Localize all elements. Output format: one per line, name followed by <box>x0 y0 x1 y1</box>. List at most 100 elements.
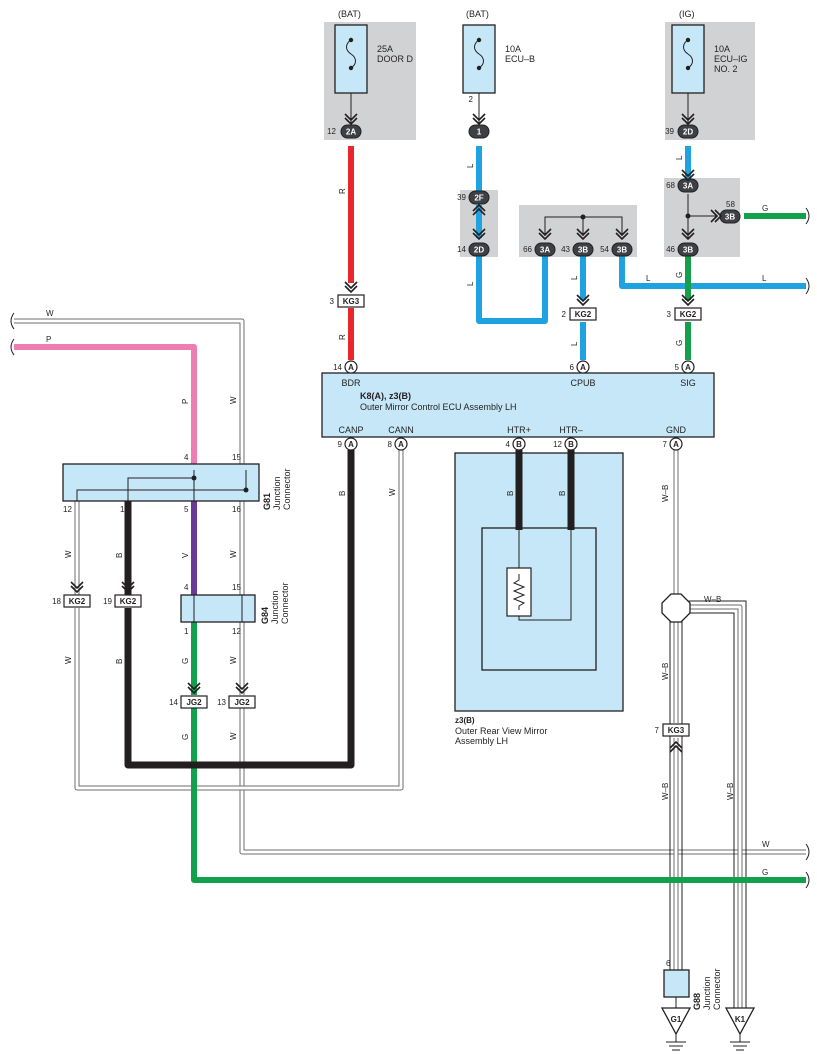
mirror-name-2: Assembly LH <box>455 736 508 746</box>
svg-text:G: G <box>181 658 190 664</box>
svg-text:G: G <box>675 340 684 346</box>
svg-text:12: 12 <box>327 127 336 136</box>
g81-label: G81 Junction Connector <box>262 468 292 510</box>
svg-text:HTR+: HTR+ <box>507 425 531 435</box>
svg-text:B: B <box>568 440 574 449</box>
box-kg2-sig: KG2 <box>674 307 702 321</box>
svg-text:A: A <box>685 363 691 372</box>
mirror-assembly <box>454 450 624 712</box>
svg-text:L: L <box>675 155 684 160</box>
svg-text:A: A <box>398 440 404 449</box>
svg-text:KG2: KG2 <box>575 310 592 319</box>
ecuig-fuse-name2: NO. 2 <box>714 64 738 74</box>
svg-text:K1: K1 <box>735 1015 746 1024</box>
svg-text:P: P <box>46 335 51 344</box>
fuse-ecub <box>462 24 496 94</box>
svg-text:Junction: Junction <box>702 976 712 1010</box>
pill-2d-left: 2D <box>468 242 490 257</box>
svg-text:2D: 2D <box>683 128 693 137</box>
svg-text:W: W <box>229 396 238 404</box>
svg-text:2: 2 <box>562 310 567 319</box>
g88-label: G88 Junction Connector <box>692 968 722 1010</box>
svg-text:2F: 2F <box>474 194 483 203</box>
pill-2d-right: 2D <box>677 124 699 139</box>
wire-color-labels: R R L L L L L L L G G G W P P W B W B B … <box>46 155 770 877</box>
svg-text:8: 8 <box>388 440 393 449</box>
svg-text:A: A <box>580 363 586 372</box>
svg-text:6: 6 <box>570 363 575 372</box>
svg-text:2A: 2A <box>346 128 356 137</box>
box-kg3-gnd: KG3 <box>662 723 690 737</box>
svg-text:JG2: JG2 <box>186 698 202 707</box>
pill-2a: 2A <box>340 124 362 139</box>
ecu-terminal-circles: A 14 A 6 A 5 A 9 A 8 B 4 B 12 A 7 <box>333 360 695 451</box>
svg-text:G: G <box>762 204 768 213</box>
svg-text:KG3: KG3 <box>668 726 685 735</box>
svg-text:SIG: SIG <box>680 378 696 388</box>
svg-text:3B: 3B <box>725 213 735 222</box>
ecu-title: K8(A), z3(B) <box>360 391 411 401</box>
svg-text:3: 3 <box>667 310 672 319</box>
box-kg2-cpub: KG2 <box>569 307 597 321</box>
g84-label: G84 Junction Connector <box>260 582 290 624</box>
svg-text:B: B <box>516 440 522 449</box>
svg-text:14: 14 <box>457 245 466 254</box>
svg-text:W: W <box>762 840 770 849</box>
svg-text:W–B: W–B <box>726 783 735 800</box>
box-kg3-top: KG3 <box>337 294 365 308</box>
ecuig-fuse-name1: ECU–IG <box>714 54 748 64</box>
svg-text:39: 39 <box>457 193 466 202</box>
wire-break-right <box>805 207 810 889</box>
box-jg2-b: JG2 <box>228 695 256 709</box>
svg-text:CANP: CANP <box>338 425 363 435</box>
svg-text:CPUB: CPUB <box>570 378 595 388</box>
ecub-fuse-name: ECU–B <box>505 54 535 64</box>
door-supply-label: (BAT) <box>338 9 361 19</box>
svg-text:2: 2 <box>469 95 474 104</box>
svg-text:Connector: Connector <box>282 468 292 510</box>
svg-text:A: A <box>348 363 354 372</box>
svg-text:13: 13 <box>217 698 226 707</box>
pill-3a-mid: 3A <box>534 242 556 257</box>
box-kg2-left2: KG2 <box>114 594 142 608</box>
pill-1: 1 <box>468 124 490 139</box>
svg-text:W–B: W–B <box>661 663 670 680</box>
svg-text:G81: G81 <box>262 493 272 510</box>
svg-text:68: 68 <box>666 181 675 190</box>
ecub-supply-label: (BAT) <box>466 9 489 19</box>
svg-text:R: R <box>338 188 347 194</box>
svg-text:R: R <box>338 334 347 340</box>
door-fuse-name: DOOR D <box>377 54 414 64</box>
svg-text:4: 4 <box>184 583 189 592</box>
svg-text:7: 7 <box>655 726 660 735</box>
svg-text:GND: GND <box>666 425 687 435</box>
svg-text:12: 12 <box>553 440 562 449</box>
svg-text:6: 6 <box>666 959 671 968</box>
svg-text:Connector: Connector <box>712 968 722 1010</box>
svg-text:15: 15 <box>232 583 241 592</box>
svg-text:L: L <box>762 274 767 283</box>
box-jg2-a: JG2 <box>180 695 208 709</box>
svg-text:W–B: W–B <box>661 783 670 800</box>
pill-2f: 2F <box>468 190 490 205</box>
svg-text:B: B <box>506 491 515 496</box>
svg-text:4: 4 <box>184 453 189 462</box>
pill-3b-right-top: 3B <box>719 209 741 224</box>
mirror-name-1: Outer Rear View Mirror <box>455 726 547 736</box>
svg-text:3B: 3B <box>683 246 693 255</box>
ecu-box <box>321 372 715 438</box>
svg-text:W–B: W–B <box>704 595 721 604</box>
svg-text:5: 5 <box>184 505 189 514</box>
shield-splice-icon <box>661 593 691 623</box>
svg-text:3B: 3B <box>578 246 588 255</box>
svg-text:W: W <box>64 656 73 664</box>
svg-text:66: 66 <box>523 245 532 254</box>
svg-text:KG3: KG3 <box>343 297 360 306</box>
svg-text:19: 19 <box>103 597 112 606</box>
wire-white-black <box>669 450 747 1008</box>
svg-text:W–B: W–B <box>661 485 670 502</box>
svg-text:W: W <box>46 309 54 318</box>
ecu-subtitle: Outer Mirror Control ECU Assembly LH <box>360 402 517 412</box>
svg-text:A: A <box>348 440 354 449</box>
svg-text:W: W <box>229 732 238 740</box>
